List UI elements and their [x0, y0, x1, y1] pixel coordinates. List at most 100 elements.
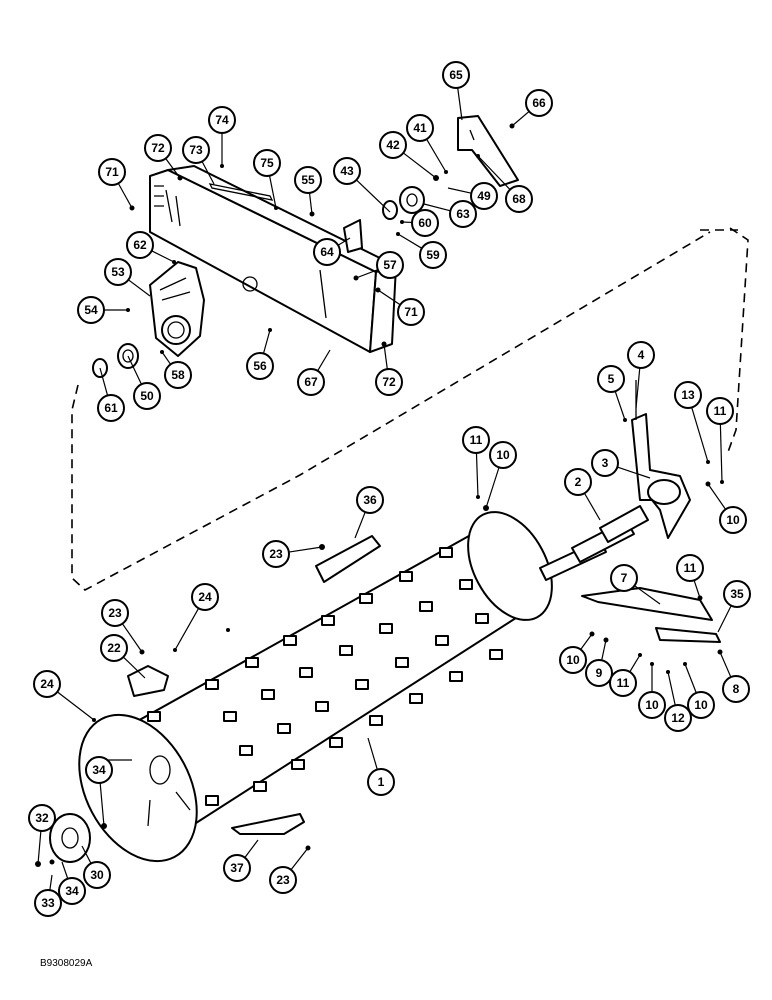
callout-7: 7: [610, 564, 661, 605]
callout-number: 67: [304, 375, 318, 389]
leader-line: [121, 623, 143, 653]
callout-balloon: [28, 804, 56, 832]
callout-number: 61: [104, 401, 118, 415]
callout-30: 30: [81, 845, 111, 889]
callout-61: 61: [97, 367, 125, 422]
callout-24a: 24: [174, 583, 219, 651]
callout-balloon: [85, 756, 113, 784]
plate-36: [315, 535, 381, 583]
callout-balloon: [376, 251, 404, 279]
callout-63: 63: [423, 200, 477, 228]
callout-balloon: [723, 580, 751, 608]
bracket-65: [457, 115, 519, 187]
callout-number: 9: [596, 666, 603, 680]
callout-10b: 10: [707, 483, 747, 534]
leader-line: [128, 279, 151, 297]
callout-balloon: [333, 157, 361, 185]
callout-number: 73: [189, 143, 203, 157]
leader-line: [614, 391, 626, 421]
callout-23a: 23: [262, 540, 323, 568]
leader-line: [337, 237, 351, 246]
callout-balloon: [525, 89, 553, 117]
callout-number: 50: [140, 389, 154, 403]
bearing-housing: [149, 261, 205, 357]
callout-8: 8: [719, 651, 750, 703]
leader-line: [355, 179, 391, 213]
callout-balloon: [34, 889, 62, 917]
callout-65: 65: [442, 61, 470, 121]
callout-balloon: [133, 382, 161, 410]
callout-number: 53: [111, 265, 125, 279]
callout-number: 35: [730, 587, 744, 601]
callout-64: 64: [313, 237, 351, 266]
leader-line: [174, 608, 200, 651]
callout-10e: 10: [684, 663, 715, 719]
callout-number: 60: [418, 216, 432, 230]
leader-line: [377, 289, 401, 306]
leader-line: [457, 87, 463, 121]
callout-number: 10: [645, 698, 659, 712]
callout-balloon: [676, 554, 704, 582]
callout-number: 24: [198, 590, 212, 604]
callout-number: 72: [382, 375, 396, 389]
strap-35: [655, 627, 721, 643]
callout-10d: 10: [638, 664, 666, 719]
callout-24b: 24: [33, 670, 95, 721]
leader-line: [629, 654, 641, 673]
callout-number: 34: [92, 763, 106, 777]
figure-code: B9308029A: [40, 958, 93, 969]
leader-line: [290, 847, 309, 871]
leader-line: [684, 663, 697, 694]
callout-22: 22: [100, 634, 146, 679]
callout-balloon: [406, 114, 434, 142]
hub-30: [49, 813, 91, 863]
leader-line: [580, 633, 593, 650]
callout-75: 75: [253, 149, 281, 209]
leader-line: [127, 355, 142, 385]
leader-line: [56, 691, 95, 721]
callout-67: 67: [297, 349, 331, 396]
callout-number: 54: [84, 303, 98, 317]
leader-line: [308, 192, 313, 215]
callout-balloon: [470, 182, 498, 210]
callout-23c: 23: [269, 847, 309, 894]
callout-balloon: [449, 200, 477, 228]
callout-number: 72: [151, 141, 165, 155]
leader-line: [402, 152, 437, 179]
callout-balloon: [462, 426, 490, 454]
callout-66: 66: [511, 89, 553, 127]
callout-balloon: [223, 854, 251, 882]
callout-71a: 71: [98, 158, 133, 209]
callout-balloon: [638, 691, 666, 719]
callout-balloon: [706, 397, 734, 425]
callout-23b: 23: [101, 599, 143, 653]
callout-number: 65: [449, 68, 463, 82]
callout-number: 8: [733, 682, 740, 696]
callout-balloon: [208, 106, 236, 134]
leader-line: [122, 656, 146, 679]
callout-72b: 72: [375, 343, 403, 396]
callout-balloon: [164, 361, 192, 389]
plate-64: [343, 219, 363, 253]
leader-line: [634, 585, 661, 605]
callout-11d: 11: [609, 654, 641, 697]
callout-59: 59: [397, 233, 447, 269]
callout-number: 23: [276, 873, 290, 887]
callout-1: 1: [367, 737, 395, 796]
callout-balloon: [419, 241, 447, 269]
callout-54: 54: [77, 296, 128, 324]
leader-line: [99, 782, 105, 827]
callout-balloon: [379, 131, 407, 159]
callout-53: 53: [104, 258, 151, 297]
leader-line: [691, 407, 709, 463]
callout-number: 10: [694, 698, 708, 712]
leader-line: [151, 250, 175, 263]
callout-balloon: [610, 564, 638, 592]
callout-number: 41: [413, 121, 427, 135]
callout-37: 37: [223, 839, 259, 882]
callout-35: 35: [717, 580, 751, 633]
callout-number: 24: [40, 677, 54, 691]
leader-line: [99, 367, 109, 396]
callout-balloon: [585, 659, 613, 687]
